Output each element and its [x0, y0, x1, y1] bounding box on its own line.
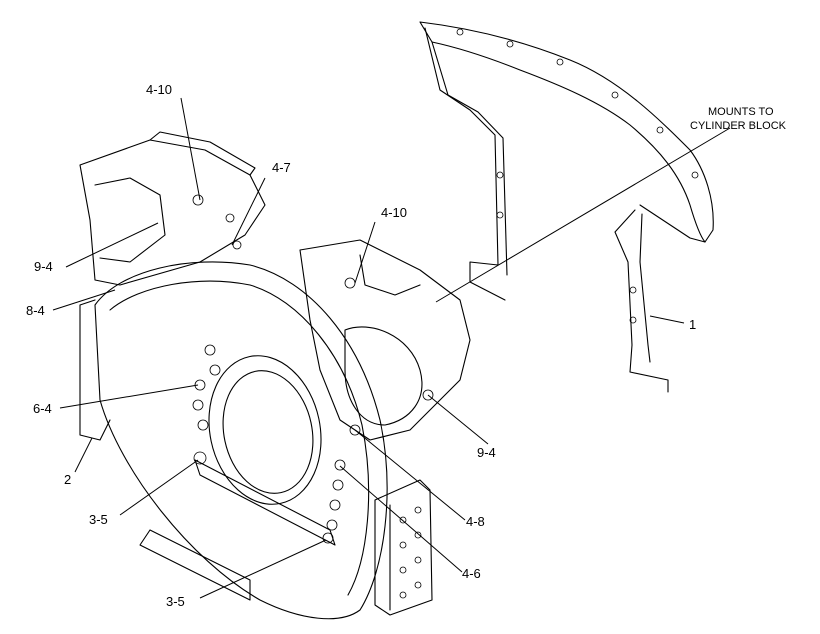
note-line-2: CYLINDER BLOCK — [690, 120, 787, 132]
callout-4-10-top: 4-10 — [146, 82, 172, 97]
callout-4-10-mid: 4-10 — [381, 205, 407, 220]
callout-6-4: 6-4 — [33, 401, 52, 416]
callout-9-4-left: 9-4 — [34, 259, 53, 274]
callout-4-7: 4-7 — [272, 160, 291, 175]
callout-1: 1 — [689, 317, 696, 332]
leader-lines — [52, 97, 731, 599]
callout-9-4-right: 9-4 — [477, 445, 496, 460]
flywheel-housing — [79, 131, 471, 620]
callout-4-8: 4-8 — [466, 514, 485, 529]
gasket-outline — [419, 21, 714, 393]
callout-3-5-mid: 3-5 — [89, 512, 108, 527]
callout-8-4: 8-4 — [26, 303, 45, 318]
note-line-1: MOUNTS TO — [708, 106, 774, 118]
callout-4-6: 4-6 — [462, 566, 481, 581]
callout-2: 2 — [64, 472, 71, 487]
note-mounts: MOUNTS TO CYLINDER BLOCK — [690, 106, 787, 132]
callout-3-5-low: 3-5 — [166, 594, 185, 609]
callout-labels: 4-10 4-7 4-10 9-4 8-4 6-4 2 3-5 3-5 1 9-… — [26, 82, 696, 609]
